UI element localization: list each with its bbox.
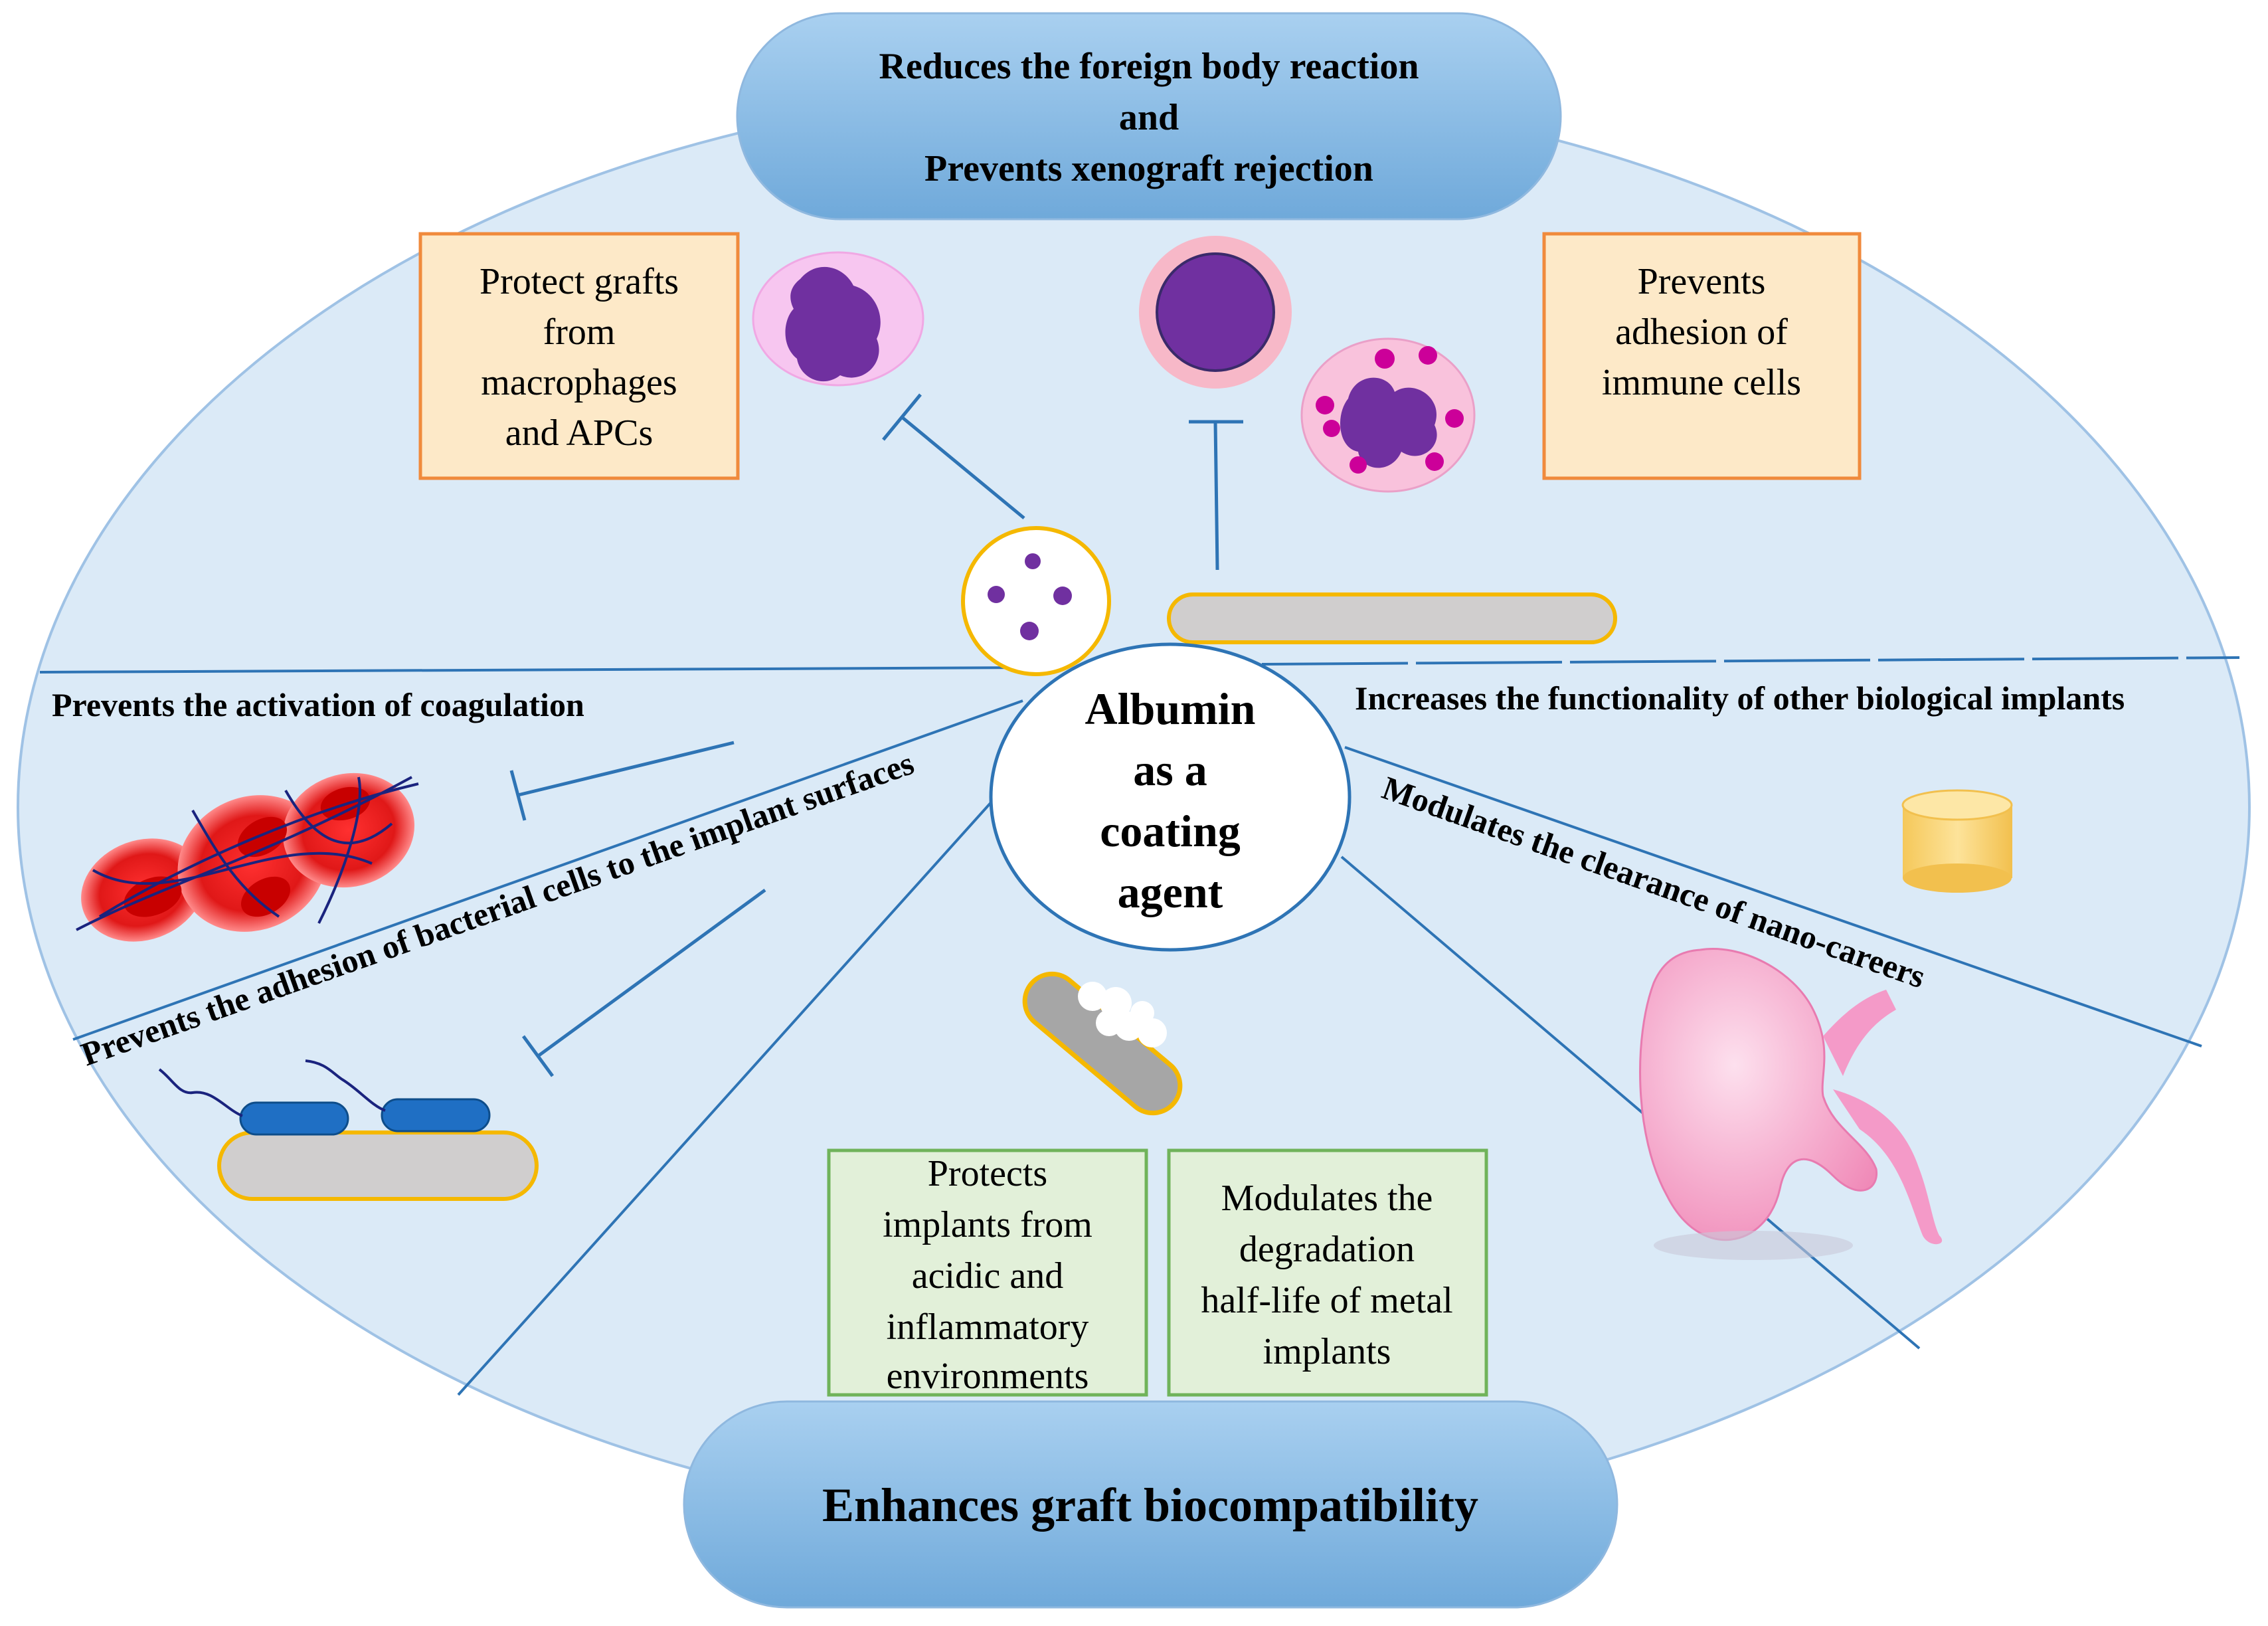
cylinder-implant-icon	[1901, 789, 2013, 893]
top-banner-line2: and	[1119, 97, 1179, 138]
box-protects-implants-line4: inflammatory	[887, 1307, 1089, 1348]
divider-lower-left	[457, 799, 994, 1396]
divider-left-horizontal	[39, 666, 1037, 674]
box-immune-line3: immune cells	[1602, 362, 1801, 403]
particle-implant-icon	[961, 526, 1111, 676]
box-protect-grafts: Protect grafts from macrophages and APCs	[418, 232, 740, 480]
top-banner-line1: Reduces the foreign body reaction	[879, 46, 1419, 87]
box-degradation-line1: Modulates the	[1221, 1178, 1433, 1219]
box-protect-grafts-line3: macrophages	[481, 362, 677, 403]
box-protects-implants: Protects implants from acidic and inflam…	[827, 1148, 1148, 1397]
blood-clot-icon	[76, 772, 419, 942]
center-line3: coating	[1100, 806, 1241, 856]
box-protect-grafts-line2: from	[543, 312, 616, 353]
box-protects-implants-line3: acidic and	[912, 1255, 1064, 1297]
neutrophil-cell-icon	[1300, 337, 1476, 493]
box-immune-line2: adhesion of	[1615, 312, 1788, 353]
top-banner-line3: Prevents xenograft rejection	[924, 148, 1373, 189]
divider-lines	[39, 656, 2240, 1396]
label-functionality: Increases the functionality of other bio…	[1355, 679, 2125, 717]
macrophage-cell-icon	[752, 251, 924, 387]
divider-left-diagonal	[72, 699, 1023, 1041]
center-line2: as a	[1133, 745, 1207, 795]
box-degradation-line2: degradation	[1239, 1229, 1415, 1270]
box-protects-implants-line2: implants from	[883, 1204, 1092, 1245]
box-degradation-line4: implants	[1263, 1331, 1391, 1372]
bottom-banner: Enhances graft biocompatibility	[683, 1400, 1618, 1609]
lymphocyte-cell-icon	[1139, 236, 1292, 389]
flat-implant-icon	[1167, 592, 1617, 644]
inhibition-line-bacteria	[521, 888, 766, 1077]
center-line1: Albumin	[1085, 683, 1256, 734]
divider-lower-right	[1340, 856, 1921, 1350]
box-degradation-line3: half-life of metal	[1201, 1280, 1452, 1321]
divider-right-diagonal	[1344, 746, 2202, 1047]
inhibition-lines-top	[882, 393, 1243, 571]
bacteria-implant-icon	[158, 1059, 539, 1201]
top-banner: Reduces the foreign body reaction and Pr…	[736, 12, 1562, 221]
center-albumin-circle: Albumin as a coating agent	[989, 642, 1352, 952]
kidney-icon	[1639, 948, 1943, 1260]
bottom-banner-label: Enhances graft biocompatibility	[822, 1479, 1478, 1532]
box-protect-grafts-line1: Protect grafts	[480, 261, 679, 302]
box-immune-line1: Prevents	[1638, 261, 1766, 302]
box-modulates-degradation: Modulates the degradation half-life of m…	[1167, 1148, 1488, 1397]
box-protects-implants-line1: Protects	[928, 1153, 1047, 1194]
inhibition-line-coagulation	[509, 741, 735, 821]
rod-implant-icon	[1022, 971, 1183, 1116]
center-line4: agent	[1118, 867, 1223, 917]
box-protects-implants-line5: environments	[887, 1356, 1089, 1397]
box-protect-grafts-line4: and APCs	[505, 412, 654, 454]
label-coagulation: Prevents the activation of coagulation	[52, 686, 584, 723]
divider-right-horizontal	[1261, 656, 2240, 666]
box-prevents-adhesion-immune: Prevents adhesion of immune cells	[1542, 232, 1862, 480]
